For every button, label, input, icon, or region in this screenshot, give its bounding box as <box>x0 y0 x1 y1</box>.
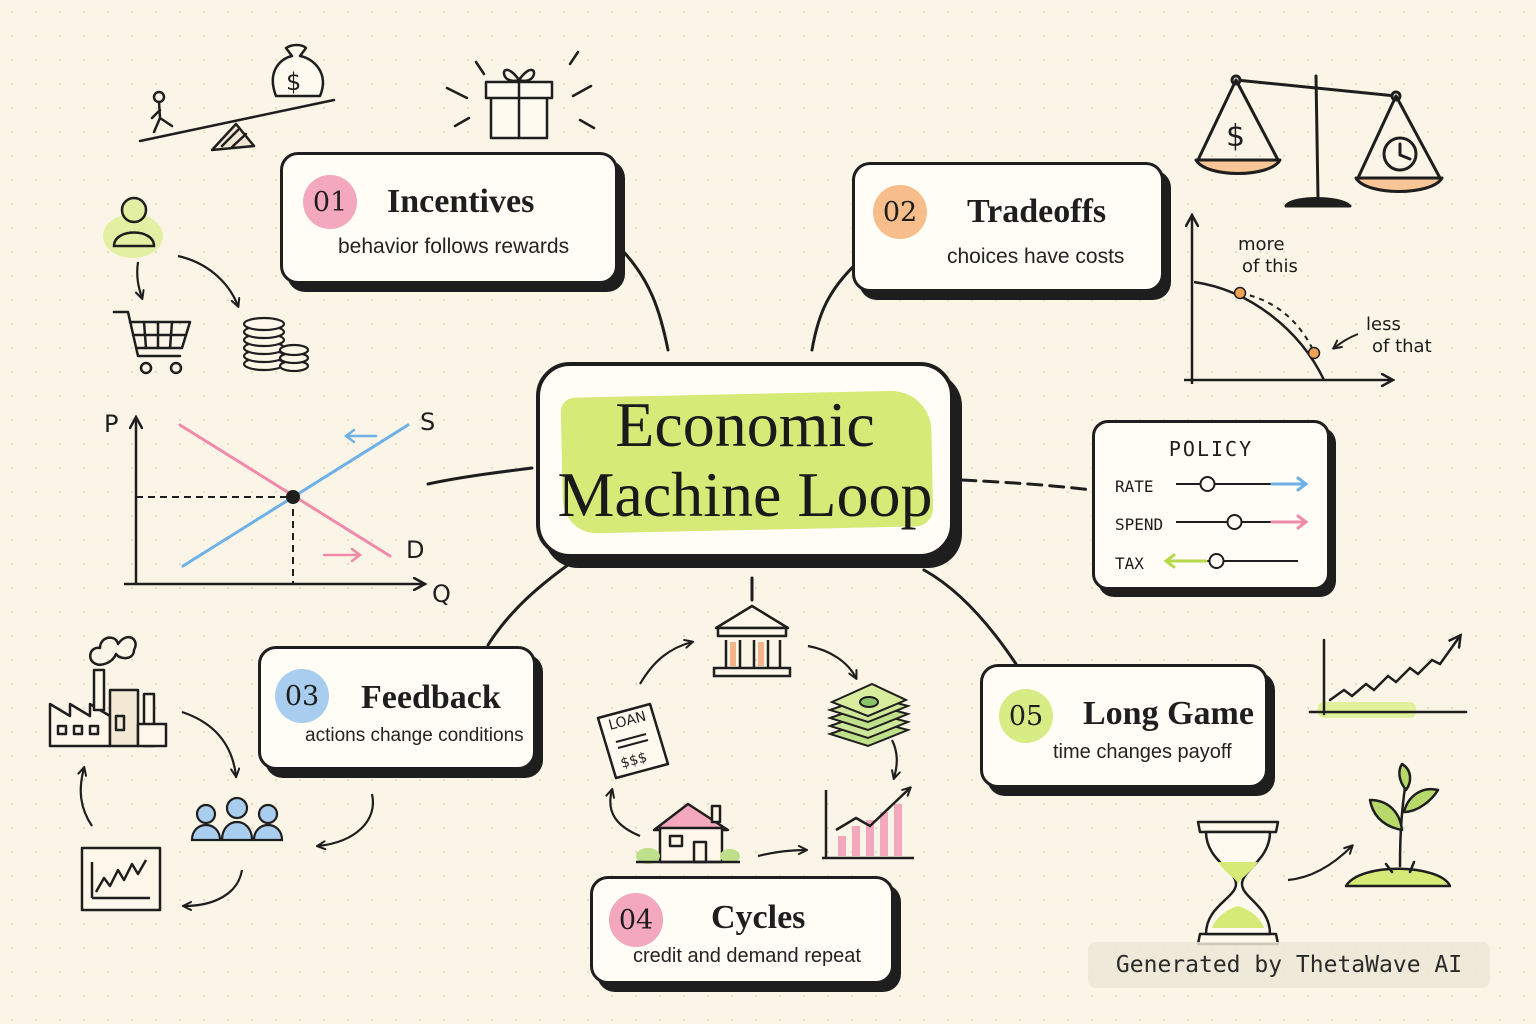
connector-policy <box>960 478 1094 492</box>
demand-shift-arrow <box>322 547 363 563</box>
arrow-person-to-coins <box>177 254 238 306</box>
node-title: Cycles <box>711 899 806 936</box>
node-subtitle: behavior follows rewards <box>338 235 570 258</box>
house-icon <box>636 802 740 864</box>
node-number-badge: 05 <box>999 689 1053 743</box>
frontier-point-a <box>1233 286 1247 300</box>
arrow-cash-to-growth <box>891 739 897 778</box>
central-title-line2: Machine Loop <box>557 459 933 530</box>
node-subtitle: credit and demand repeat <box>633 945 861 967</box>
slider-knob-rate[interactable] <box>1199 476 1216 492</box>
slider-arrow-spend <box>1270 514 1309 530</box>
node-subtitle: actions change conditions <box>305 725 524 746</box>
arrow-hourglass-to-sprout <box>1287 846 1352 882</box>
node-feedback[interactable]: 03 Feedback actions change conditions <box>258 646 536 770</box>
money-bag-symbol: $ <box>286 68 301 96</box>
people-group-icon <box>190 796 284 842</box>
slider-knob-tax[interactable] <box>1208 553 1225 569</box>
arrow-factory-to-people <box>181 710 236 776</box>
balance-scale-icon: $ <box>1194 74 1444 208</box>
gift-icon <box>445 50 596 140</box>
policy-spend-label: SPEND <box>1115 515 1164 534</box>
tradeoff-less-label: less <box>1366 314 1401 335</box>
clock-icon <box>1382 136 1418 172</box>
central-title-line1: Economic <box>615 389 875 460</box>
sd-s-label: S <box>420 408 435 436</box>
node-number-badge: 04 <box>609 893 663 947</box>
policy-tax-label: TAX <box>1115 554 1144 573</box>
less-arrow <box>1334 333 1359 348</box>
shopping-cart-icon <box>112 310 192 375</box>
growth-bar-chart-icon <box>822 788 914 860</box>
demand-line <box>178 423 392 558</box>
generated-by-footer: Generated by ThetaWave AI <box>1088 942 1490 988</box>
smoke-puff <box>88 635 137 666</box>
node-number-badge: 02 <box>873 185 927 239</box>
sd-d-label: D <box>406 536 424 564</box>
factory-icon <box>48 635 168 748</box>
monitor-chart-icon <box>80 846 162 912</box>
node-subtitle: choices have costs <box>947 245 1125 268</box>
connector-feedback <box>486 560 574 647</box>
arrow-feedback-out <box>318 793 375 846</box>
connector-tradeoffs <box>810 260 860 352</box>
connector-supply-demand <box>426 466 534 486</box>
node-title: Long Game <box>1083 695 1254 732</box>
sd-q-label: Q <box>432 580 451 608</box>
sprout-icon <box>1344 762 1452 888</box>
policy-title: POLICY <box>1168 437 1254 461</box>
frontier-shift-dashed <box>1239 292 1315 353</box>
money-bag-icon <box>271 43 325 98</box>
connector-incentives <box>620 248 670 352</box>
frontier-curve <box>1193 280 1326 381</box>
arrow-loan-to-bank <box>639 642 692 685</box>
central-hub[interactable]: Economic Machine Loop <box>536 362 954 558</box>
node-cycles[interactable]: 04 Cycles credit and demand repeat <box>590 876 894 984</box>
cash-stack-icon <box>826 682 912 748</box>
supply-demand-chart: P Q S D <box>104 408 451 608</box>
scale-dollar-symbol: $ <box>1226 119 1245 154</box>
node-incentives[interactable]: 01 Incentives behavior follows rewards <box>280 152 618 284</box>
arrow-chart-to-factory <box>81 768 93 827</box>
loan-amount-label: $$$ <box>619 749 649 771</box>
person-icon <box>103 196 163 258</box>
hourglass-icon <box>1196 820 1280 946</box>
coin-stack-icon <box>242 316 310 373</box>
supply-shift-arrow <box>343 428 378 444</box>
policy-panel[interactable]: POLICY RATE SPEND TAX <box>1092 420 1330 590</box>
node-title: Incentives <box>387 183 535 220</box>
node-long-game[interactable]: 05 Long Game time changes payoff <box>980 664 1268 788</box>
tradeoff-of-this-label: of this <box>1242 256 1298 277</box>
rising-trend-chart-icon <box>1308 636 1468 718</box>
arrow-bank-to-cash <box>807 644 856 678</box>
node-tradeoffs[interactable]: 02 Tradeoffs choices have costs <box>852 162 1164 292</box>
tradeoff-more-label: more <box>1238 234 1285 255</box>
node-number-badge: 03 <box>275 669 329 723</box>
arrow-people-to-chart <box>184 869 244 906</box>
policy-sliders[interactable] <box>1092 420 1330 590</box>
arrow-house-to-loan <box>610 790 641 838</box>
arrow-person-to-cart <box>137 261 142 298</box>
slider-arrow-tax <box>1163 553 1208 569</box>
node-number-badge: 01 <box>303 175 357 229</box>
bank-icon <box>712 604 792 678</box>
tradeoff-curve-chart <box>1184 216 1392 384</box>
slider-knob-spend[interactable] <box>1226 514 1243 530</box>
policy-rate-label: RATE <box>1115 477 1154 496</box>
seesaw-icon: $ <box>138 43 336 152</box>
node-title: Feedback <box>361 679 501 716</box>
frontier-point-b <box>1307 346 1321 360</box>
node-subtitle: time changes payoff <box>1053 741 1232 763</box>
sd-p-label: P <box>104 410 118 438</box>
slider-arrow-rate <box>1270 476 1309 492</box>
loan-document-icon: LOAN $$$ <box>596 702 670 780</box>
node-title: Tradeoffs <box>967 193 1107 230</box>
equilibrium-point <box>286 490 300 504</box>
arrow-house-to-growth <box>757 850 806 858</box>
hub-connectors <box>426 248 1094 666</box>
connector-long-game <box>922 568 1018 666</box>
tradeoff-of-that-label: of that <box>1372 336 1432 357</box>
